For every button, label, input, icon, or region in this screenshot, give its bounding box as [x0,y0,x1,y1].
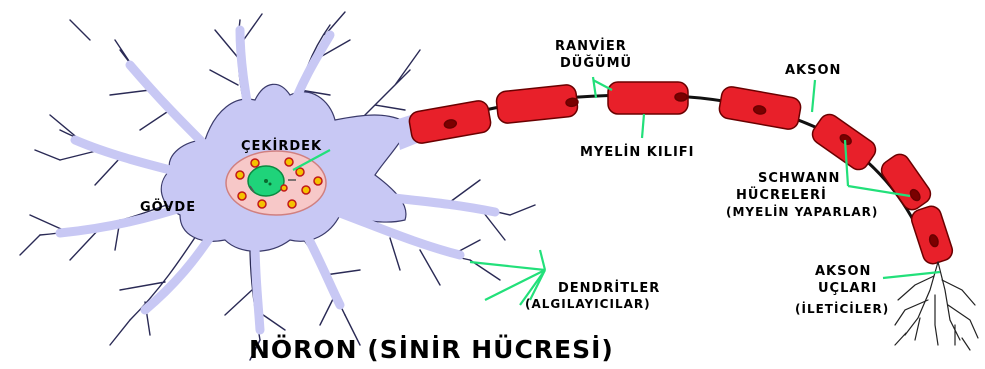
ranvier-pointer-2 [593,80,612,90]
axon-line [420,95,932,262]
dendrite-pointer-2 [470,262,545,270]
dendrite-pointer-5 [485,270,545,300]
label-cekirdek: ÇEKİRDEK [241,138,322,154]
label-akson-uclari-1: AKSON [815,264,871,279]
myelin-segment [408,99,492,144]
myelin-segment [718,85,802,130]
myelin-pointer [642,114,644,138]
diagram-title: NÖRON (SİNİR HÜCRESİ) [249,334,614,364]
akson-pointer [812,80,815,112]
label-govde: GÖVDE [140,199,196,215]
myelin-segment [496,84,580,124]
label-ranvier-1: RANVİER [555,38,627,54]
label-schwann-3: (MYELİN YAPARLAR) [726,204,878,219]
label-ranvier-2: DÜĞÜMÜ [560,55,632,71]
label-schwann-1: SCHWANN [758,171,840,186]
label-myelin-kilifi: MYELİN KILIFI [580,144,695,160]
myelin-segment [608,82,688,114]
label-dendritler-2: (ALGILAYICILAR) [525,297,651,311]
label-akson-uclari-3: (İLETİCİLER) [795,301,889,316]
label-akson: AKSON [785,63,841,78]
dendrite-pointer-1 [540,250,545,270]
label-dendritler-1: DENDRİTLER [558,280,660,296]
label-schwann-2: HÜCRELERİ [736,187,827,203]
myelin-segment [909,204,955,267]
label-akson-uclari-2: UÇLARI [818,281,877,296]
